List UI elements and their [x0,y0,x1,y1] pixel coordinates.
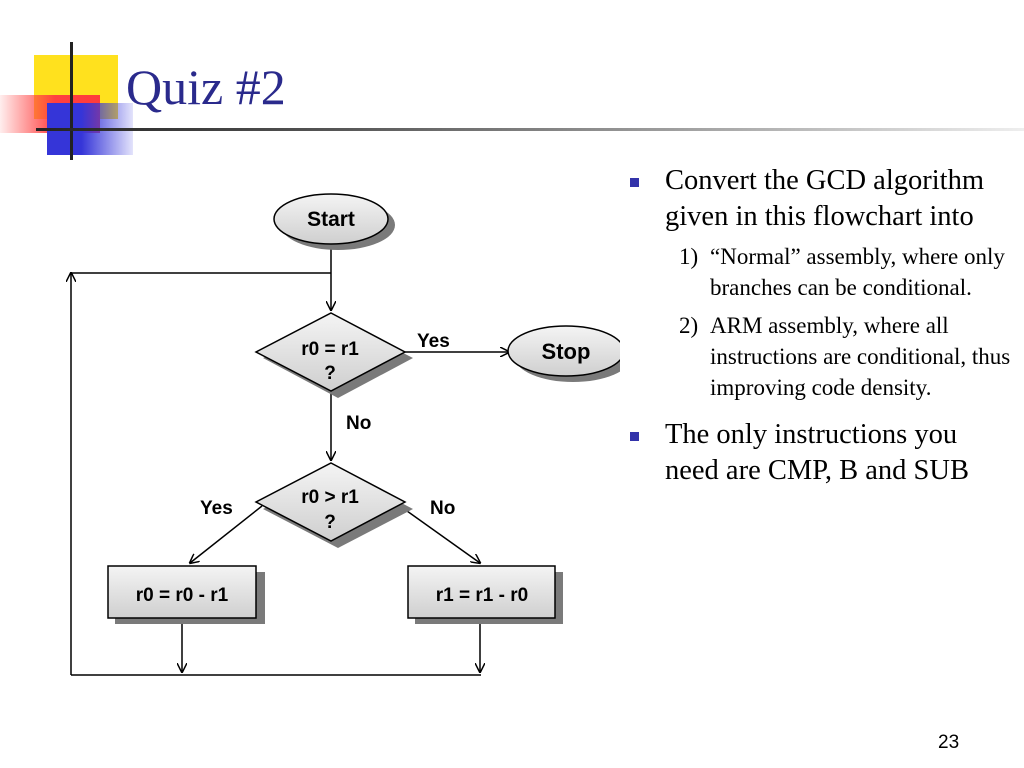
decision-equal-line2: ? [324,363,336,384]
square-bullet-icon [630,178,639,187]
title-underline [36,128,1024,131]
decision-greater: r0 > r1 ? [254,462,413,548]
process-subtract-r1-label: r0 = r0 - r1 [136,585,229,606]
gcd-flowchart: Start Stop r0 = r1 ? Yes No r0 > r1 ? Ye… [0,193,620,676]
arrow-decision2-to-right [399,505,480,563]
decision-equal-line1: r0 = r1 [301,339,359,360]
decor-vertical-line [70,42,73,160]
subitem-number: 1) [679,244,699,269]
decision-equal-no-label: No [346,413,371,434]
bullet-list: Convert the GCD algorithm given in this … [625,163,1015,495]
stop-terminal: Stop [507,325,620,382]
subitem-text: “Normal” assembly, where only branches c… [710,244,1005,300]
connector-lines [71,246,509,676]
start-label: Start [307,208,355,231]
decision-greater-line1: r0 > r1 [301,487,359,508]
bullet-item-convert: Convert the GCD algorithm given in this … [625,163,1015,235]
decision-equal-yes-label: Yes [417,331,450,352]
decision-equal: r0 = r1 ? [254,312,413,398]
decision-greater-no-label: No [430,498,455,519]
start-terminal: Start [273,193,395,250]
subitem-text: ARM assembly, where all instructions are… [710,313,1011,400]
slide-title: Quiz #2 [126,59,286,115]
decision-greater-line2: ? [324,512,336,533]
subitem-normal-assembly: 1) “Normal” assembly, where only branche… [625,241,1015,303]
page-number: 23 [938,732,960,753]
process-subtract-r1: r0 = r0 - r1 [107,565,265,624]
subitem-arm-assembly: 2) ARM assembly, where all instructions … [625,310,1015,403]
process-subtract-r0: r1 = r1 - r0 [407,565,563,624]
bullet-item-instructions: The only instructions you need are CMP, … [625,417,1015,489]
arrow-decision2-to-left [190,505,263,563]
process-subtract-r0-label: r1 = r1 - r0 [436,585,528,606]
bullet-text-convert: Convert the GCD algorithm given in this … [665,165,984,232]
stop-label: Stop [542,339,591,364]
decision-greater-yes-label: Yes [200,498,233,519]
square-bullet-icon [630,432,639,441]
bullet-text-instructions: The only instructions you need are CMP, … [665,419,969,486]
subitem-number: 2) [679,313,699,338]
